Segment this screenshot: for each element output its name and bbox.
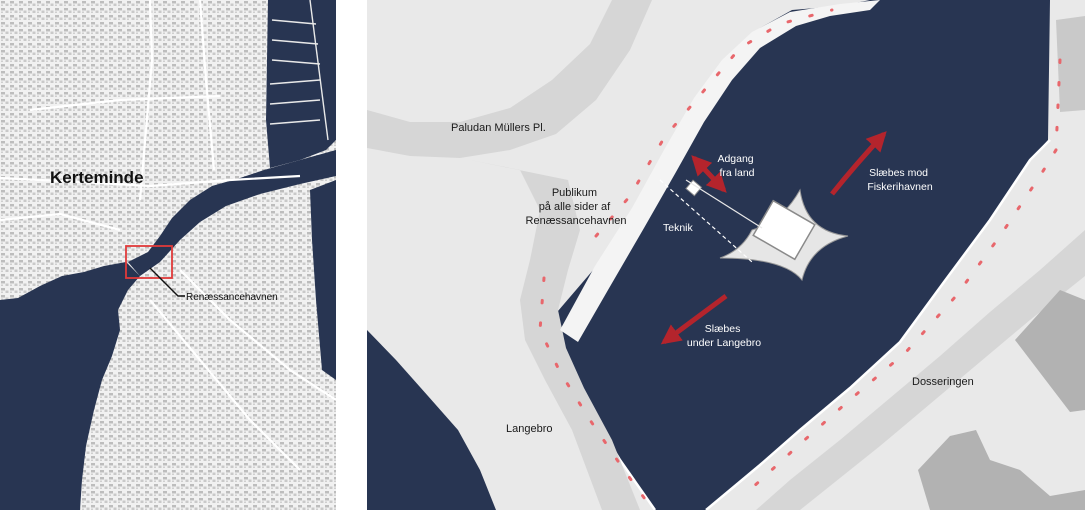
building-east-1 [1015, 290, 1085, 412]
detail-map: Paludan Müllers Pl. Langebro Dosseringen… [367, 0, 1085, 510]
road-dosseringen [756, 230, 1085, 510]
towed-out-label: Slæbes mod Fiskerihavnen [867, 167, 933, 193]
water-south-west [367, 330, 496, 510]
overview-sea-east [310, 180, 336, 380]
overview-roads [0, 0, 336, 471]
promenade-west [560, 0, 880, 342]
tow-out-arrow [830, 131, 887, 196]
quay-east [705, 139, 1051, 510]
panel-gap [336, 0, 367, 510]
building-north-east [1056, 16, 1085, 112]
overview-town-label: Kerteminde [50, 168, 144, 187]
overview-map: Kerteminde Renæssancehavnen [0, 0, 336, 510]
street-langebro-label: Langebro [506, 423, 553, 435]
overview-leader-line [149, 267, 185, 297]
overview-marina-piers [269, 0, 329, 141]
overview-harbor-label: Renæssancehavnen [186, 292, 278, 303]
adgang-label: Adgang fra land [717, 153, 756, 179]
overview-fjord [0, 262, 140, 510]
teknik-label: Teknik [663, 222, 694, 234]
overview-canal [128, 150, 336, 276]
publikum-label: Publikum på alle sider af Renæssancehavn… [526, 187, 627, 227]
tow-under-arrow [660, 293, 728, 345]
access-arrow [691, 155, 727, 193]
overview-sea-north [266, 0, 336, 168]
road-paludan-curve [367, 0, 652, 158]
street-paludan-label: Paludan Müllers Pl. [451, 122, 546, 134]
tent-roof [752, 199, 816, 261]
building-south-1 [918, 430, 1085, 510]
towed-under-label: Slæbes under Langebro [687, 323, 761, 349]
road-langebro [470, 160, 640, 510]
overview-harbor-highlight [125, 245, 173, 279]
street-dosseringen-label: Dosseringen [912, 376, 974, 388]
